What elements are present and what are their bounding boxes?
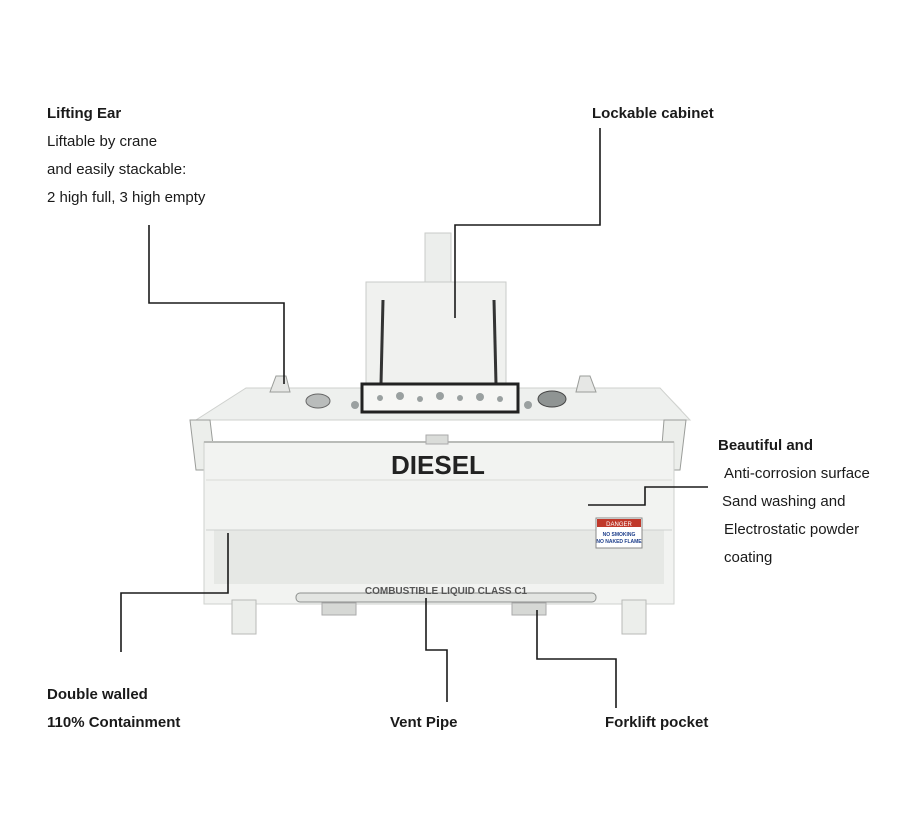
forklift-pocket-left (321, 602, 357, 616)
vent-pipe (295, 592, 597, 603)
beautiful-line-2: Sand washing and (722, 493, 846, 510)
forklift-pocket-right (511, 602, 547, 616)
lifting-ear-title: Lifting Ear (47, 105, 122, 122)
combustible-text: COMBUSTIBLE LIQUID CLASS C1 (365, 586, 528, 597)
danger-sign-line1: NO SMOKING (603, 532, 636, 538)
forklift-pocket-title: Forklift pocket (605, 714, 709, 731)
danger-sign-line2: NO NAKED FLAME (596, 539, 642, 545)
leader-forklift-pocket (536, 610, 617, 708)
lockable-cabinet-title: Lockable cabinet (592, 105, 714, 122)
gas-strut-left (379, 299, 385, 385)
danger-sign-title: DANGER (606, 522, 632, 528)
fill-cap-left (305, 393, 331, 409)
beautiful-line-4: coating (724, 549, 773, 566)
callout-beautiful: Beautiful and Anti-corrosion surface San… (718, 432, 870, 572)
cabinet-fittings (377, 392, 503, 402)
callout-forklift-pocket: Forklift pocket (605, 709, 708, 737)
callout-vent-pipe: Vent Pipe (390, 709, 458, 737)
leader-lifting-ear (148, 225, 285, 384)
vent-pipe-title: Vent Pipe (390, 714, 458, 731)
double-walled-line-2: 110% Containment (47, 714, 181, 731)
beautiful-line-1: Anti-corrosion surface (724, 465, 870, 482)
lifting-ear-line-2: and easily stackable: (47, 161, 187, 178)
double-walled-title: Double walled (47, 686, 148, 703)
leader-beautiful (588, 486, 708, 506)
lifting-ear-line-1: Liftable by crane (47, 133, 158, 150)
callout-lines (120, 128, 708, 708)
tank-leg-right (621, 599, 647, 635)
lifting-ear-line-3: 2 high full, 3 high empty (47, 189, 206, 206)
tank-lower-panel (214, 530, 664, 584)
leader-vent-pipe (425, 598, 448, 702)
lifting-ear-right (575, 375, 597, 393)
beautiful-title: Beautiful and (718, 437, 814, 454)
fill-cap-right (537, 390, 567, 408)
leader-lockable-cabinet (454, 128, 601, 318)
diesel-label: DIESEL (391, 450, 485, 480)
gas-strut-right (492, 299, 498, 385)
beautiful-line-3: Electrostatic powder (724, 521, 860, 538)
lifting-ear-left (269, 375, 291, 393)
cabinet-lid (365, 281, 507, 387)
callout-lifting-ear: Lifting Ear Liftable by crane and easily… (47, 100, 205, 212)
leader-double-walled (120, 533, 229, 652)
tank-leg-left (231, 599, 257, 635)
callout-lockable-cabinet: Lockable cabinet (592, 100, 714, 128)
callout-double-walled: Double walled 110% Containment (47, 681, 180, 737)
